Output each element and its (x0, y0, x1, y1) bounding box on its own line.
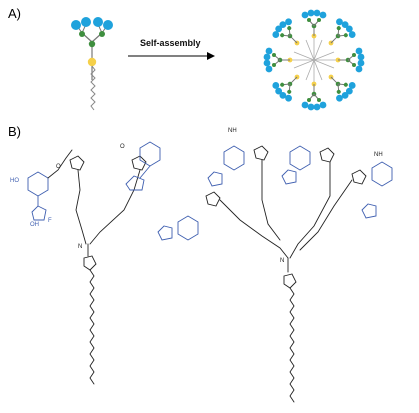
atom-label: NH (228, 128, 237, 134)
triazole-linker-dot (87, 57, 97, 67)
atom-label: O (120, 144, 125, 150)
branch-node (88, 40, 96, 48)
atom-label: NH (374, 152, 383, 158)
atom-label: HO (10, 178, 19, 184)
drug-sphere (93, 17, 103, 27)
alkyl-tail-right (289, 287, 295, 403)
drug-sphere (103, 20, 113, 30)
branch-node (99, 31, 105, 37)
amphiphile-molecule (71, 17, 113, 111)
chemical-structure-left (27, 141, 161, 385)
micelle (263, 9, 365, 111)
alkyl-tail (90, 65, 96, 111)
atom-label: F (48, 218, 52, 224)
chemical-structure-right (157, 145, 393, 403)
drug-sphere (71, 20, 81, 30)
drug-sphere (81, 17, 91, 27)
self-assembly-label: Self-assembly (140, 38, 201, 48)
atom-label: OH (30, 222, 39, 228)
atom-label: N (280, 258, 284, 264)
panel-label-a: A) (8, 6, 21, 21)
atom-label: O (56, 164, 61, 170)
atom-label: N (78, 244, 82, 250)
panel-label-b: B) (8, 124, 21, 139)
alkyl-tail-left (89, 269, 95, 385)
branch-node (79, 31, 85, 37)
